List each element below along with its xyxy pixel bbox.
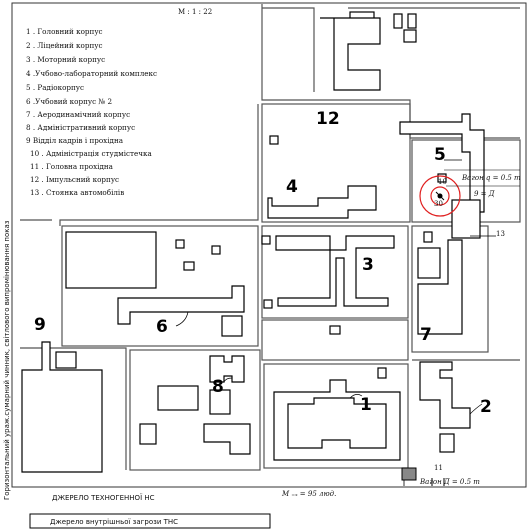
block-mid bbox=[261, 319, 409, 361]
legend-item-3: 3 . Моторний корпус bbox=[26, 55, 105, 64]
leader-2 bbox=[469, 403, 483, 415]
legend-item-4: 4 .Учбово-лабораторний комплекс bbox=[26, 69, 157, 78]
building-3 bbox=[275, 235, 395, 307]
road-west-lower bbox=[20, 347, 127, 470]
label-9: 9 bbox=[34, 315, 46, 335]
building-west-c bbox=[211, 245, 221, 255]
building-8-a bbox=[157, 385, 199, 411]
building-8-c bbox=[139, 423, 157, 445]
building-top-d bbox=[403, 29, 417, 43]
hazard-cross bbox=[435, 191, 445, 201]
annotation-weight: Вагон q = 0.5 т bbox=[461, 174, 521, 182]
footer-box bbox=[29, 513, 271, 529]
building-3-gate-a bbox=[261, 235, 271, 245]
hazard-circle-outer bbox=[419, 175, 461, 217]
label-4: 4 bbox=[286, 177, 298, 197]
building-mid-b bbox=[377, 367, 387, 379]
legend: 1 . Головний корпус 2 . Ліцейний корпус … bbox=[26, 27, 157, 197]
building-11 bbox=[401, 467, 417, 481]
marker-label-30: 30 bbox=[434, 200, 443, 208]
annotation-d: 9 = Д bbox=[474, 190, 495, 198]
building-7-b bbox=[417, 247, 441, 279]
marker-label-10: 10 bbox=[438, 178, 447, 186]
block-7 bbox=[411, 225, 489, 353]
marker-label-13: 13 bbox=[496, 230, 505, 238]
building-10 bbox=[437, 173, 447, 183]
legend-item-13: 13 . Стоянка автомобілів bbox=[30, 188, 124, 197]
legend-item-10: 10 . Адміністрація студмістечка bbox=[30, 149, 153, 158]
building-6-annex bbox=[221, 315, 243, 337]
road-network bbox=[20, 4, 521, 486]
scale-text: М : 1 : 22 bbox=[178, 8, 212, 16]
building-8-d bbox=[203, 423, 251, 455]
building-labels: 1 2 3 4 5 6 7 8 9 12 bbox=[34, 109, 492, 417]
building-8-b bbox=[209, 389, 231, 415]
building-mid-a bbox=[329, 325, 341, 335]
building-top-c bbox=[407, 13, 417, 29]
marker-label-11: 11 bbox=[434, 464, 443, 472]
label-12: 12 bbox=[316, 109, 340, 129]
legend-item-2: 2 . Ліцейний корпус bbox=[26, 41, 103, 50]
building-7-a bbox=[423, 231, 433, 243]
block-6 bbox=[61, 225, 259, 347]
building-4-annex bbox=[269, 135, 279, 145]
building-3-gate-b bbox=[263, 299, 273, 309]
legend-item-5: 5 . Радіокорпус bbox=[26, 83, 84, 92]
label-5: 5 bbox=[434, 145, 446, 165]
label-3: 3 bbox=[362, 255, 374, 275]
label-2: 2 bbox=[480, 397, 492, 417]
building-12 bbox=[320, 17, 381, 91]
annotation-route: Вагон Д = 0.5 т bbox=[419, 478, 480, 486]
legend-item-7: 7 . Аеродинамічний корпус bbox=[26, 110, 130, 119]
label-7: 7 bbox=[420, 325, 432, 345]
hazard-circle-inner bbox=[430, 186, 450, 206]
building-2 bbox=[419, 361, 471, 429]
leader-8 bbox=[223, 377, 233, 383]
road-north-block bbox=[262, 7, 315, 92]
leader-6 bbox=[175, 311, 189, 327]
building-6 bbox=[117, 285, 245, 325]
legend-item-6: 6 .Учбовий корпус № 2 bbox=[26, 97, 112, 106]
buildings bbox=[21, 11, 485, 481]
block-8 bbox=[129, 349, 261, 471]
building-west-d bbox=[183, 261, 195, 271]
legend-item-12: 12 . Імпульсний корпус bbox=[30, 175, 119, 184]
block-1 bbox=[263, 363, 409, 469]
block-3 bbox=[261, 225, 409, 319]
building-1-inner bbox=[287, 397, 387, 449]
label-1: 1 bbox=[360, 395, 372, 415]
building-west-a bbox=[65, 231, 157, 289]
side-caption: Горизонтальний ураж.сумарний чинник, сві… bbox=[3, 220, 11, 500]
legend-item-9: 9 Відділ кадрів і прохідна bbox=[26, 136, 124, 145]
footer-left-bottom: Джерело внутрішньої загрози ТНС bbox=[50, 518, 178, 526]
building-top-b bbox=[393, 13, 403, 29]
building-7 bbox=[417, 239, 463, 335]
hazard-marker bbox=[419, 169, 520, 217]
label-8: 8 bbox=[212, 377, 224, 397]
block-12-4 bbox=[261, 103, 411, 223]
building-2-annex bbox=[439, 433, 455, 453]
leader-1 bbox=[349, 394, 363, 399]
road-north bbox=[261, 4, 520, 139]
annotation-people: М ₌ₓ = 95 люд. bbox=[281, 490, 336, 498]
label-leaders bbox=[175, 159, 496, 415]
footer-left-top: ДЖЕРЕЛО ТЕХНОГЕННОЇ НС bbox=[52, 493, 155, 502]
building-west-b bbox=[175, 239, 185, 249]
building-9 bbox=[21, 341, 103, 473]
building-9-annex bbox=[55, 351, 77, 369]
legend-item-1: 1 . Головний корпус bbox=[26, 27, 103, 36]
legend-item-11: 11 . Головна прохідна bbox=[30, 162, 114, 171]
building-13 bbox=[451, 199, 481, 239]
road-west-upper bbox=[59, 104, 259, 226]
legend-item-8: 8 . Адміністративний корпус bbox=[26, 123, 135, 132]
footer: ДЖЕРЕЛО ТЕХНОГЕННОЇ НС Джерело внутрішнь… bbox=[12, 486, 526, 529]
label-6: 6 bbox=[156, 317, 168, 337]
building-4 bbox=[267, 185, 377, 219]
building-5 bbox=[399, 113, 485, 213]
